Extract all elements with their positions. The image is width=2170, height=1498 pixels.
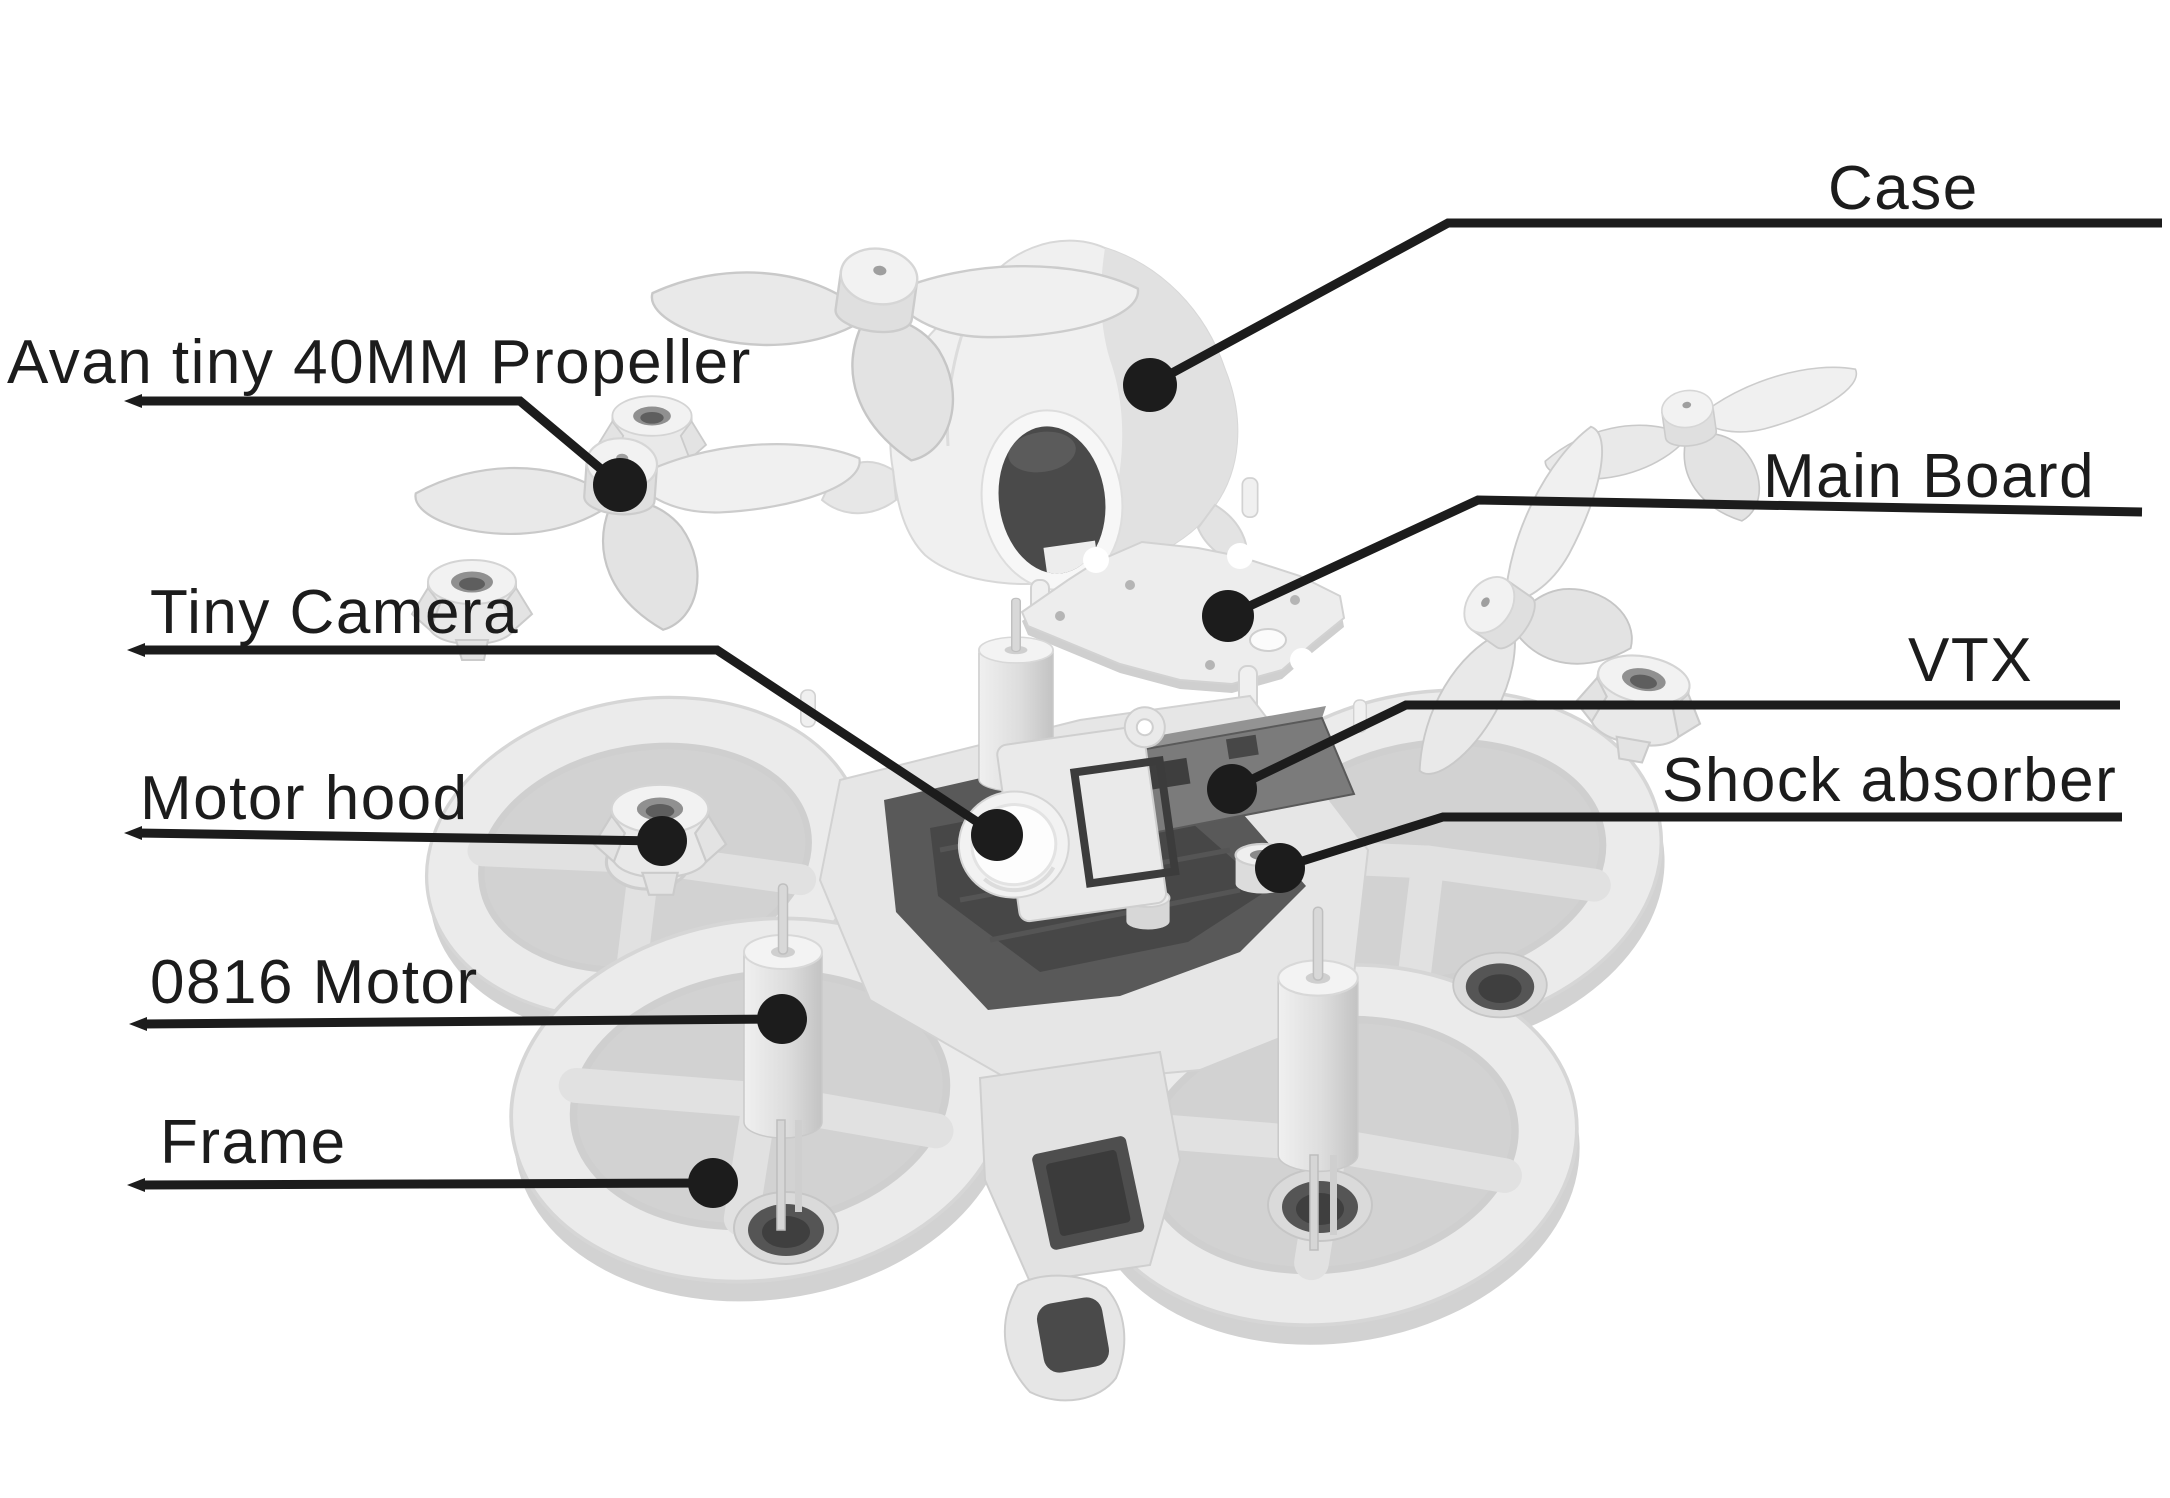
leader-frame [139,1178,714,1190]
leader-motor-0816 [141,1014,783,1029]
leader-shock-absorber [1278,812,2122,873]
label-avan-propeller: Avan tiny 40MM Propeller [7,328,752,397]
motor-0816-part [743,883,823,1231]
leader-vtx [1230,700,2120,794]
label-motor-0816: 0816 Motor [150,948,479,1017]
leader-dots [124,358,1305,1208]
leader-motor-hood [136,828,663,846]
leader-case [1147,218,2162,389]
case-peg [1241,477,1259,518]
label-main-board: Main Board [1763,442,2096,511]
label-tiny-camera: Tiny Camera [150,578,520,647]
label-case: Case [1828,154,1979,223]
label-motor-hood: Motor hood [140,764,469,833]
label-frame: Frame [160,1108,347,1177]
label-vtx: VTX [1908,626,2034,695]
leader-avan-propeller [137,396,623,489]
leader-main-board [1226,495,2143,621]
motor-part-front-right [1277,906,1359,1251]
main-board-part [1020,540,1346,713]
label-shock-absorber: Shock absorber [1662,746,2118,815]
battery-slot [1032,1136,1145,1250]
leader-tiny-camera [140,645,1000,839]
